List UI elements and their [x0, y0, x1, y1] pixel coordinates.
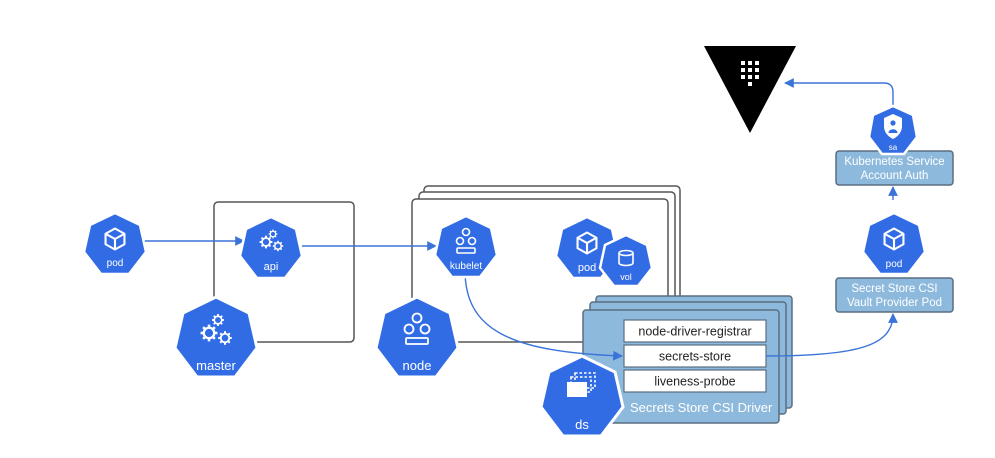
ds-label: ds — [575, 417, 589, 432]
arrow-secrets-store-to-provider — [765, 313, 898, 357]
pod-label: pod — [886, 259, 903, 270]
api-icon: api — [238, 215, 304, 280]
k8s-service-account-auth-box: Kubernetes Service Account Auth — [835, 150, 954, 186]
arrow-kubelet-to-secrets-store — [464, 269, 623, 361]
master-label: master — [196, 358, 236, 373]
connections — [143, 78, 898, 361]
provider-label-line2: Vault Provider Pod — [847, 297, 942, 309]
pod-label: pod — [578, 262, 596, 274]
container-secrets-store: secrets-store — [623, 344, 767, 368]
pod-label: pod — [107, 258, 124, 269]
auth-label-line2: Account Auth — [861, 170, 929, 182]
node-icon: node — [374, 295, 460, 379]
vol-label: vol — [620, 272, 632, 282]
provider-label-line1: Secret Store CSI — [851, 283, 937, 295]
auth-label-line1: Kubernetes Service — [844, 156, 944, 168]
csi-driver-label: Secrets Store CSI Driver — [630, 400, 773, 415]
container-label: secrets-store — [659, 350, 731, 364]
master-icon: master — [173, 295, 259, 379]
service-account-icon: sa — [867, 104, 919, 156]
container-label: node-driver-registrar — [638, 325, 751, 339]
sa-label: sa — [889, 143, 898, 152]
provider-pod-icon: pod — [861, 211, 927, 276]
daemonset-icon: ds — [539, 354, 625, 438]
container-node-driver-registrar: node-driver-registrar — [623, 319, 767, 343]
arrow-sa-to-vault — [784, 78, 894, 110]
container-liveness-probe: liveness-probe — [623, 369, 767, 393]
vault-logo-icon — [704, 46, 796, 133]
volume-icon: vol — [598, 233, 654, 288]
kubelet-label: kubelet — [450, 261, 482, 272]
node-label: node — [403, 358, 432, 373]
pod-icon: pod — [82, 211, 148, 276]
api-label: api — [264, 261, 279, 273]
kubelet-icon: kubelet — [433, 214, 499, 279]
container-label: liveness-probe — [654, 375, 735, 389]
vault-provider-pod-box: Secret Store CSI Vault Provider Pod — [835, 277, 954, 313]
